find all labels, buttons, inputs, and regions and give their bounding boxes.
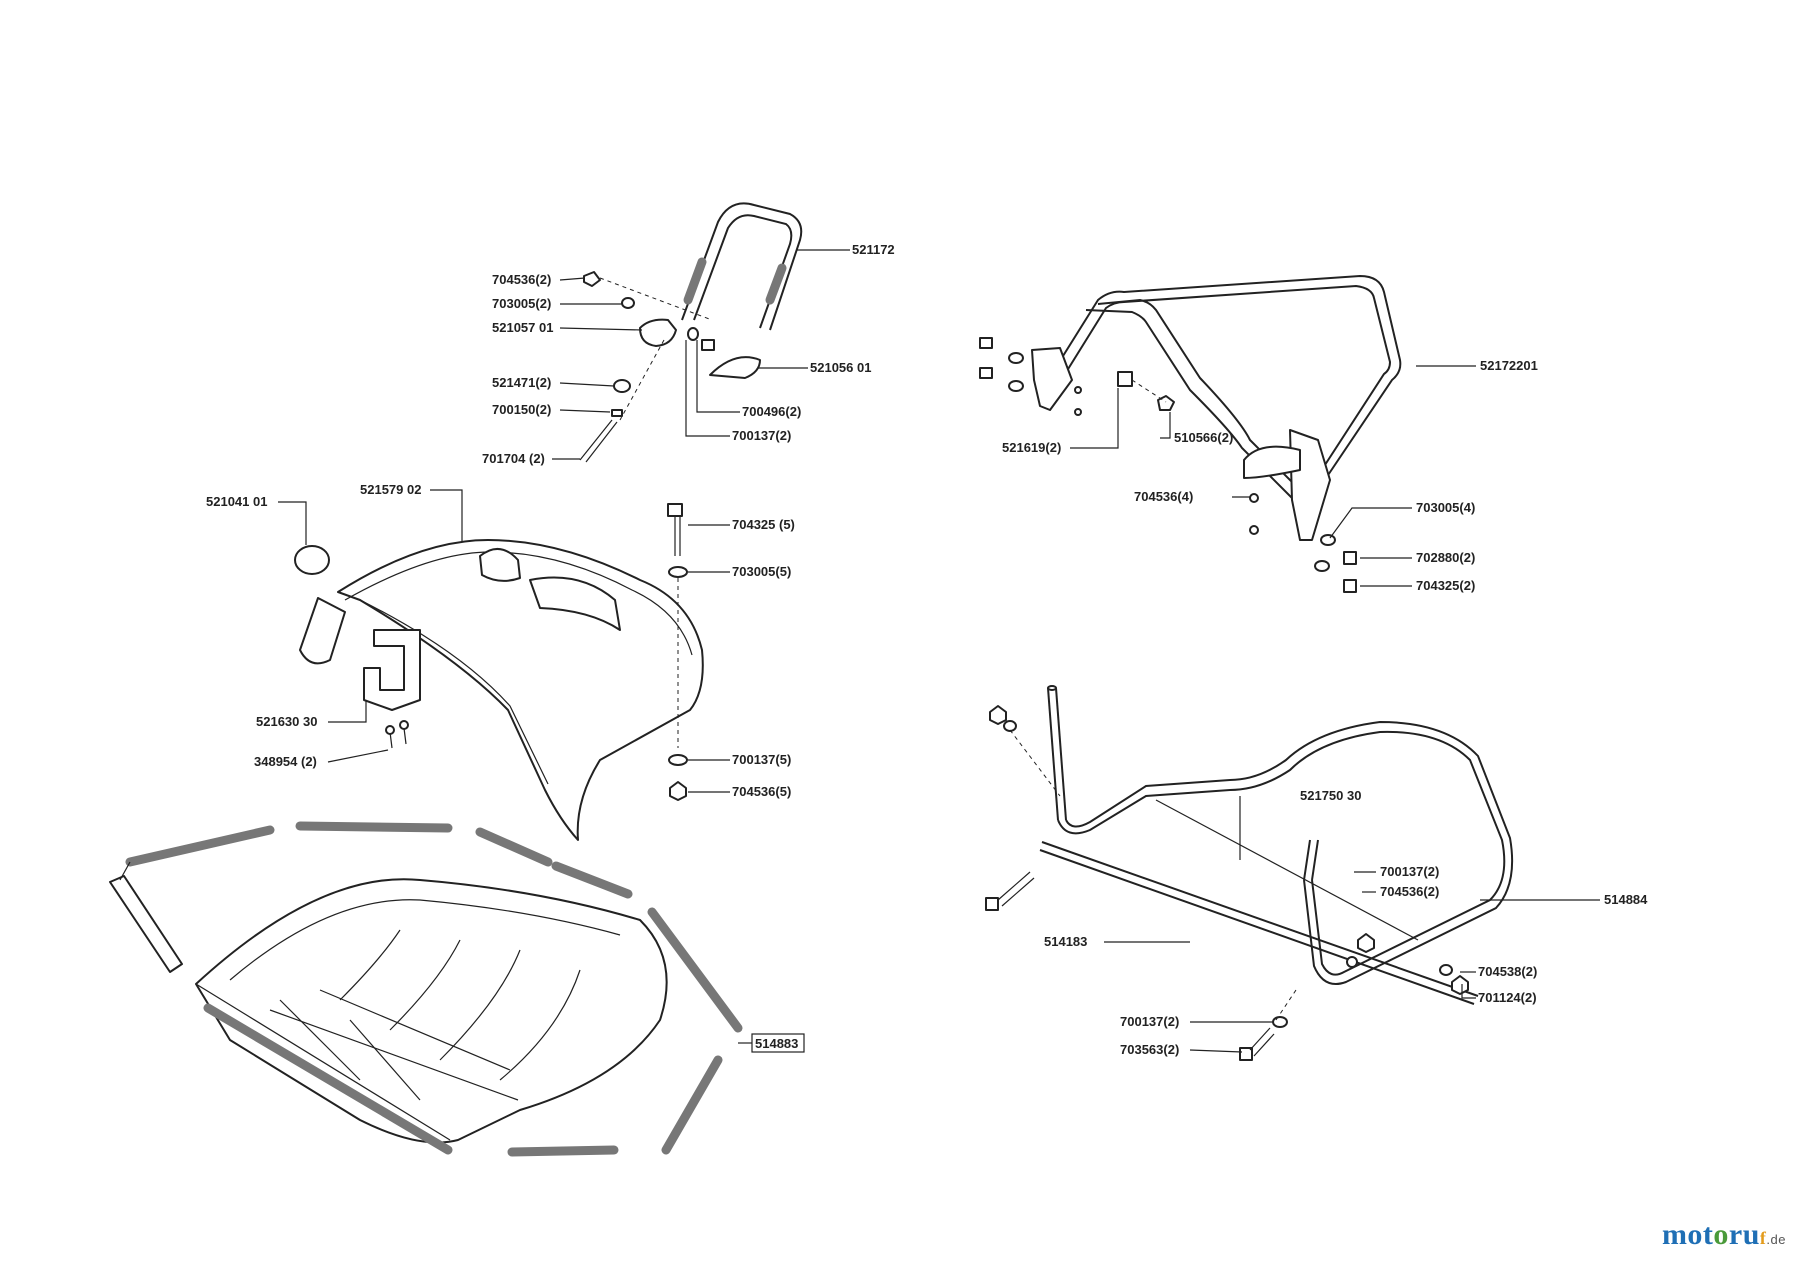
lower-frame-assembly [985,685,1600,1061]
label-704325-5: 704325 (5) [732,517,795,532]
label-702880: 702880(2) [1416,550,1475,565]
label-510566: 510566(2) [1174,430,1233,445]
brand-part-3: ru [1728,1218,1760,1251]
label-704536-4: 704536(4) [1134,489,1193,504]
label-704538: 704538(2) [1478,964,1537,979]
main-handle-assembly [979,274,1476,593]
small-handle-assembly [552,202,850,463]
brand-part-2: o [1713,1218,1729,1251]
label-700150: 700150(2) [492,402,551,417]
label-703005-2a: 703005(2) [492,296,551,311]
label-700137-2c: 700137(2) [1120,1014,1179,1029]
label-521056-01: 521056 01 [810,360,871,375]
label-521630-30: 521630 30 [256,714,317,729]
label-704536-5: 704536(5) [732,784,791,799]
catcher-bag-assembly [109,821,805,1157]
label-700137-2b: 700137(2) [1380,864,1439,879]
label-521172: 521172 [852,242,895,257]
label-514884: 514884 [1604,892,1648,907]
label-703563: 703563(2) [1120,1042,1179,1057]
label-701124: 701124(2) [1478,990,1537,1005]
part-labels: 521172 704536(2) 703005(2) 521057 01 521… [206,242,1648,1057]
label-704536-2a: 704536(2) [492,272,551,287]
rear-cover-assembly [278,489,730,841]
label-704325-2: 704325(2) [1416,578,1475,593]
label-514183: 514183 [1044,934,1087,949]
brand-tld: .de [1766,1232,1786,1247]
label-703005-5: 703005(5) [732,564,791,579]
label-704536-2b: 704536(2) [1380,884,1439,899]
label-521579-02: 521579 02 [360,482,421,497]
label-521057-01: 521057 01 [492,320,553,335]
brand-part-1: mot [1661,1218,1714,1251]
brand-logo: motoruf.de [1662,1218,1786,1252]
label-703005-4: 703005(4) [1416,500,1475,515]
brand-part-4: f [1759,1228,1767,1248]
label-521619: 521619(2) [1002,440,1061,455]
label-701704: 701704 (2) [482,451,545,466]
label-521750-30: 521750 30 [1300,788,1361,803]
label-521471: 521471(2) [492,375,551,390]
label-514883: 514883 [755,1036,798,1051]
label-700496: 700496(2) [742,404,801,419]
label-52172201: 52172201 [1480,358,1538,373]
label-348954: 348954 (2) [254,754,317,769]
label-700137-5: 700137(5) [732,752,791,767]
label-700137-2a: 700137(2) [732,428,791,443]
label-521041-01: 521041 01 [206,494,267,509]
